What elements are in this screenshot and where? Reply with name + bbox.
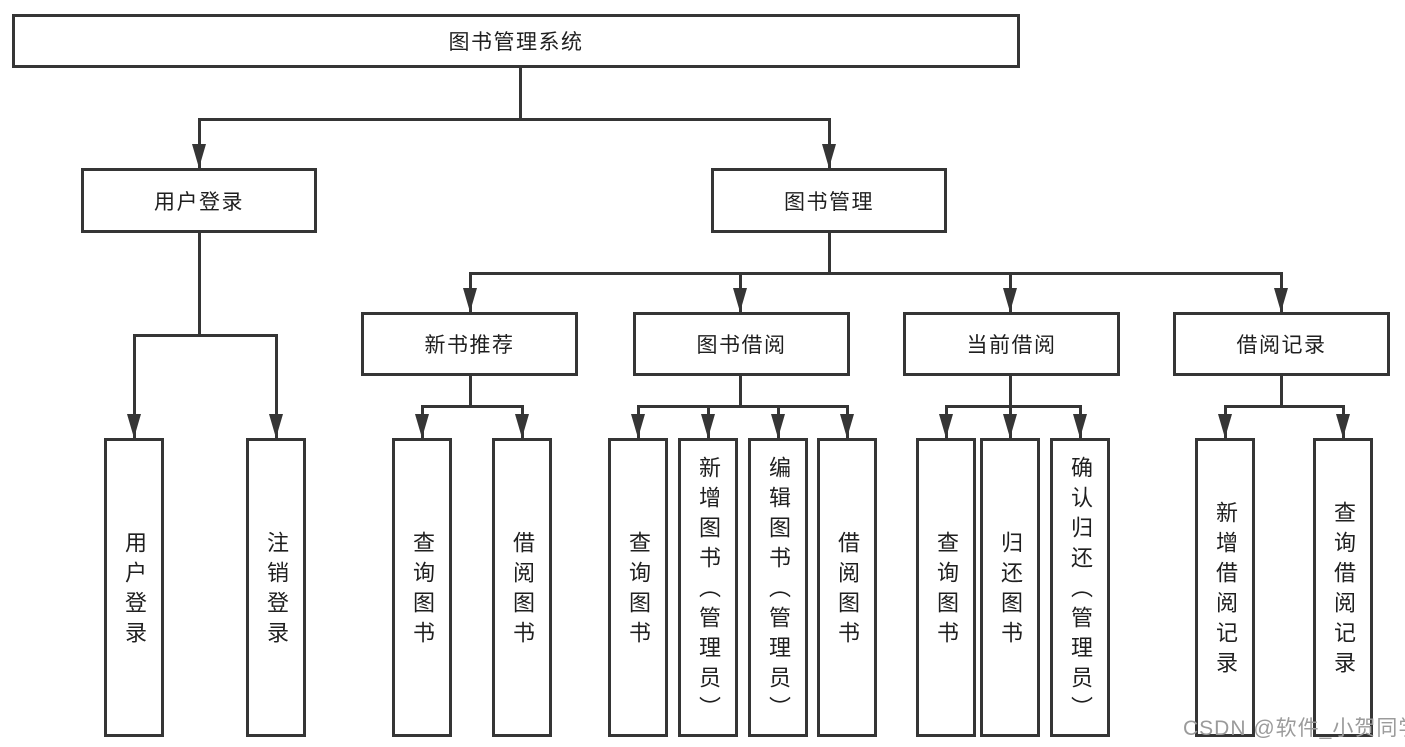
node-book-borrowing: 图书借阅 [633,312,850,376]
connector-stem [1009,376,1012,407]
connector-drop-line [198,118,201,168]
connector-bar [421,405,524,408]
connector-book-management-stem [828,233,831,274]
arrowhead-down-icon [1274,288,1288,312]
connector-bar [637,405,849,408]
connector-stem [469,376,472,407]
connector-stem [1280,376,1283,407]
arrowhead-down-icon [415,414,429,438]
arrowhead-down-icon [701,414,715,438]
arrowhead-down-icon [1218,414,1232,438]
leaf-add-book-admin: 新增图书（管理员） [678,438,738,737]
leaf-query-books-current: 查询图书 [916,438,976,737]
connector-level3-bar [469,272,1283,275]
leaf-query-books-borrow: 查询图书 [608,438,668,737]
arrowhead-down-icon [127,414,141,438]
arrowhead-down-icon [1003,414,1017,438]
leaf-query-borrow-record: 查询借阅记录 [1313,438,1373,737]
connector-bar [945,405,1082,408]
arrowhead-down-icon [1003,288,1017,312]
arrowhead-down-icon [1336,414,1350,438]
leaf-borrow-books-borrow: 借阅图书 [817,438,877,737]
leaf-borrow-books-recommend: 借阅图书 [492,438,552,737]
leaf-add-borrow-record: 新增借阅记录 [1195,438,1255,737]
arrowhead-down-icon [631,414,645,438]
node-library-system: 图书管理系统 [12,14,1020,68]
connector-bar [1224,405,1345,408]
connector-drop-line [828,118,831,168]
leaf-query-books-recommend: 查询图书 [392,438,452,737]
arrowhead-down-icon [515,414,529,438]
node-current-borrowing: 当前借阅 [903,312,1120,376]
arrowhead-down-icon [939,414,953,438]
connector-drop-line [275,334,278,438]
arrowhead-down-icon [463,288,477,312]
connector-root-stem [519,68,522,118]
arrowhead-down-icon [269,414,283,438]
node-new-book-recommend: 新书推荐 [361,312,578,376]
arrowhead-down-icon [733,288,747,312]
connector-user-login-bar [133,334,278,337]
leaf-return-book: 归还图书 [980,438,1040,737]
arrowhead-down-icon [192,144,206,168]
leaf-edit-book-admin: 编辑图书（管理员） [748,438,808,737]
arrowhead-down-icon [822,144,836,168]
leaf-user-login: 用户登录 [104,438,164,737]
node-book-management: 图书管理 [711,168,947,233]
connector-drop-line [133,334,136,438]
watermark: CSDN @软件_小贺同学 [1183,717,1405,740]
connector-stem [739,376,742,407]
arrowhead-down-icon [1073,414,1087,438]
leaf-confirm-return-admin: 确认归还（管理员） [1050,438,1110,737]
node-borrow-records: 借阅记录 [1173,312,1390,376]
connector-level1-bar [198,118,831,121]
arrowhead-down-icon [840,414,854,438]
node-user-login: 用户登录 [81,168,317,233]
connector-user-login-stem [198,233,201,336]
arrowhead-down-icon [771,414,785,438]
leaf-logout: 注销登录 [246,438,306,737]
